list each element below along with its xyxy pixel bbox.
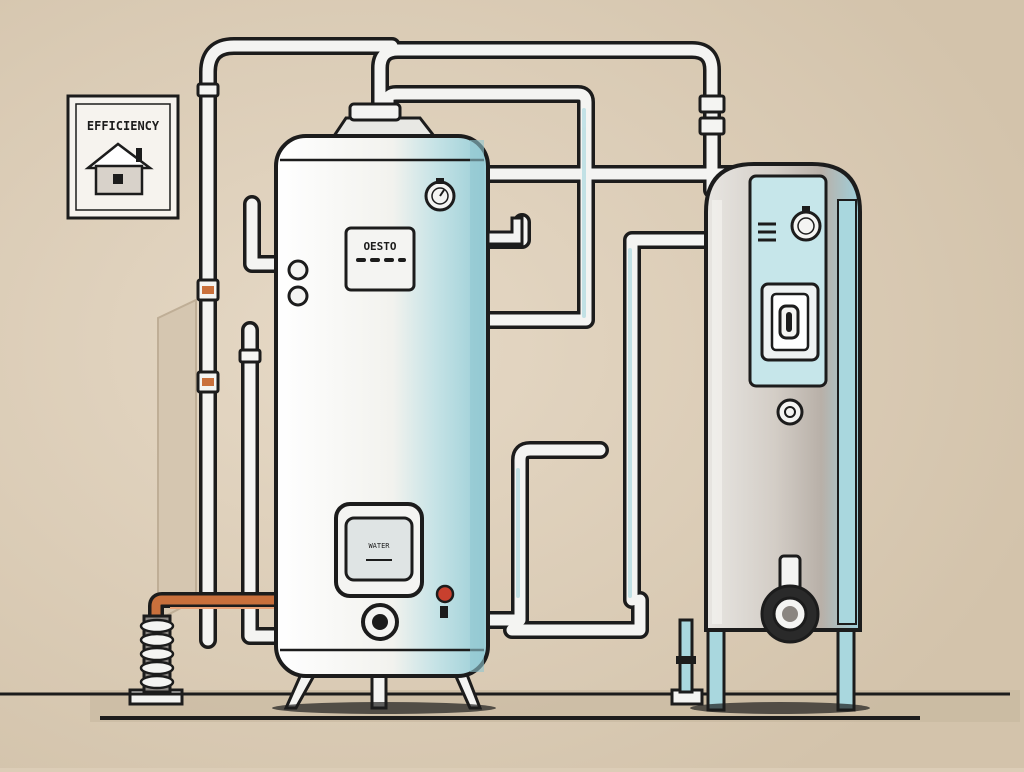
gauge-icon	[790, 206, 822, 242]
burner-icon	[361, 603, 399, 641]
standpipe-valve	[670, 618, 704, 706]
sign-text: EFFICIENCY	[87, 119, 160, 133]
tank-label-plate: OESTO	[344, 226, 416, 292]
panel-text: WATER	[368, 542, 390, 550]
tank-label: OESTO	[363, 240, 396, 253]
valve-icon	[435, 584, 455, 618]
gauge-icon	[424, 178, 456, 212]
boiler-unit	[690, 162, 870, 714]
control-panel: WATER	[334, 502, 424, 598]
wall-ghost-shape	[157, 298, 197, 622]
copper-pipe	[148, 592, 288, 648]
flex-hose	[128, 614, 184, 706]
water-heater-tank: OESTO WATER	[272, 102, 524, 714]
efficiency-sign: EFFICIENCY	[66, 94, 180, 220]
house-icon	[84, 142, 154, 196]
